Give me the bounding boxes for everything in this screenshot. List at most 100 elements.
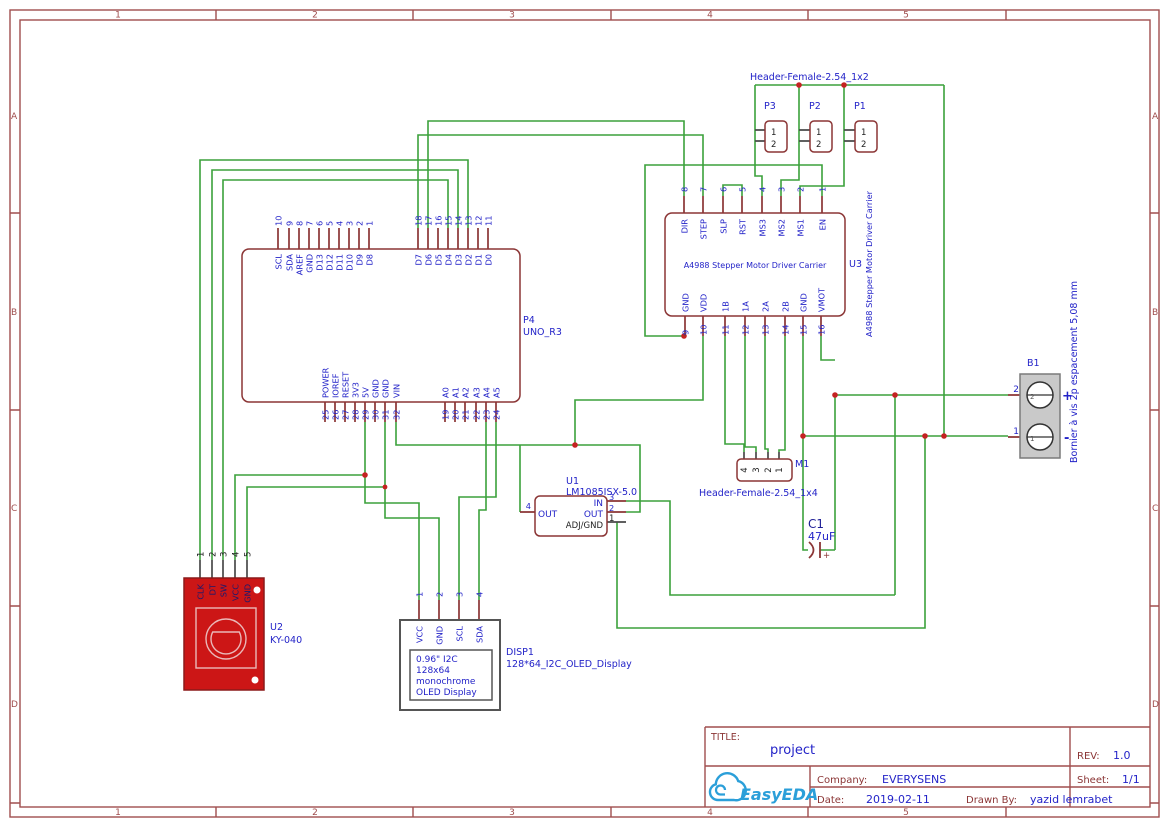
ky-value[interactable]: KY-040 <box>270 635 302 646</box>
header-p2-refdes[interactable]: P2 <box>809 101 821 112</box>
pin-number: 4 <box>758 187 768 192</box>
pin-name: MS3 <box>758 219 768 236</box>
wire-enable-gnd[interactable] <box>644 164 823 337</box>
ky-refdes[interactable]: U2 <box>270 622 283 633</box>
row-label: A <box>1152 112 1159 122</box>
header-1x2-caption[interactable]: Header-Female-2.54_1x2 <box>750 72 869 83</box>
u1-pin-stubs[interactable] <box>520 500 626 513</box>
wire-gnd-return[interactable] <box>616 436 926 629</box>
pin-number: 29 <box>361 410 371 420</box>
b1-pin-stubs[interactable] <box>1008 394 1020 438</box>
pin-number: 20 <box>451 410 461 420</box>
b1-caption[interactable]: Bornier à vis 2p espacement 5,08 mm <box>1069 281 1080 463</box>
ky-body[interactable] <box>183 577 265 691</box>
component-lm1085[interactable]: U1 LM1085ISX-5.0 4 OUT 3 2 1 IN OUT ADJ/… <box>520 476 637 537</box>
pin-name: GND <box>371 379 381 398</box>
uno-body[interactable] <box>241 248 521 403</box>
pin-name: GND <box>305 254 315 273</box>
pin-name: D5 <box>434 254 444 266</box>
wire-motor-phases[interactable] <box>724 336 786 452</box>
pin-name: STEP <box>699 219 709 239</box>
a4988-pin-stubs[interactable] <box>683 196 823 336</box>
pin-name: D9 <box>355 254 365 266</box>
disp-refdes[interactable]: DISP1 <box>506 647 534 658</box>
pin-name: A3 <box>472 387 482 398</box>
pin-number: 21 <box>461 410 471 420</box>
component-b1-terminal[interactable]: 2 1 2 1 + - B1 Bornier à vis 2p espaceme… <box>1008 281 1080 463</box>
disp-screen-line: OLED Display <box>416 688 477 698</box>
pin-name: A2 <box>461 387 471 398</box>
component-c1[interactable]: + C1 47uF <box>808 517 835 561</box>
a4988-refdes[interactable]: U3 <box>849 259 862 270</box>
wire-step-dir[interactable] <box>417 120 704 228</box>
disp-value[interactable]: 128*64_I2C_OLED_Display <box>506 659 632 670</box>
header-p1-refdes[interactable]: P1 <box>854 101 866 112</box>
uno-value[interactable]: UNO_R3 <box>523 327 562 338</box>
disp-pin-stubs[interactable] <box>418 600 480 620</box>
component-uno-r3[interactable]: P4 UNO_R3 10 9 8 7 6 5 4 3 2 1 SCL SDA A… <box>241 216 562 422</box>
wire-regulator-in-12v[interactable] <box>626 395 896 596</box>
component-headers-1x2[interactable]: Header-Female-2.54_1x2 P3 P2 P1 1 2 1 2 … <box>750 72 878 153</box>
pin-number: 2 <box>764 467 774 472</box>
header-pin-stubs[interactable] <box>755 129 855 142</box>
component-m1-header[interactable]: 4 3 2 1 M1 Header-Female-2.54_1x4 <box>699 452 818 499</box>
a4988-body[interactable] <box>664 212 846 317</box>
component-a4988[interactable]: A4988 Stepper Motor Driver Carrier U3 A4… <box>664 187 874 337</box>
pin-number: 15 <box>444 216 454 226</box>
pin-number: 18 <box>414 216 424 226</box>
col-label: 1 <box>115 808 121 818</box>
c1-curved-plate[interactable] <box>808 541 815 559</box>
header-p2-body[interactable] <box>809 120 833 153</box>
wire-encoder-signals[interactable] <box>199 159 469 560</box>
b1-refdes[interactable]: B1 <box>1027 358 1040 369</box>
wire-gnd-logic[interactable] <box>246 422 440 600</box>
header-p3-refdes[interactable]: P3 <box>764 101 776 112</box>
header-p3-body[interactable] <box>764 120 788 153</box>
title-value[interactable]: project <box>770 743 815 758</box>
wire-5v[interactable] <box>234 422 420 600</box>
c1-refdes[interactable]: C1 <box>808 517 824 531</box>
wire-regulator-out[interactable] <box>395 336 704 513</box>
wire-header-gnd-net[interactable] <box>754 84 945 436</box>
component-ky040[interactable]: 1 2 3 4 5 CLK DT SW VCC GND U2 KY-040 <box>183 552 302 691</box>
pin-number: 4 <box>335 221 345 226</box>
m1-pin-stubs[interactable] <box>743 452 780 459</box>
ky-pin-stubs[interactable] <box>199 560 248 578</box>
wire-power-rails[interactable] <box>802 336 1008 551</box>
u1-refdes[interactable]: U1 <box>566 476 579 487</box>
m1-refdes[interactable]: M1 <box>795 459 809 470</box>
pin-name: 5V <box>361 387 371 398</box>
ky-knob-base <box>195 607 257 669</box>
uno-pin-stubs[interactable] <box>277 228 497 422</box>
pin-number: 25 <box>321 410 331 420</box>
pin-name: RST <box>738 218 748 235</box>
sheet-value[interactable]: 1/1 <box>1122 773 1140 786</box>
header-p1-body[interactable] <box>854 120 878 153</box>
u1-value[interactable]: LM1085ISX-5.0 <box>566 487 637 498</box>
pin-number: 11 <box>484 216 494 226</box>
date-value[interactable]: 2019-02-11 <box>866 793 930 806</box>
col-label: 5 <box>903 808 909 818</box>
wires[interactable] <box>199 82 1008 629</box>
rev-value[interactable]: 1.0 <box>1113 749 1131 762</box>
disp-screen-line: 128x64 <box>416 666 450 676</box>
pin-name: 3V3 <box>351 382 361 398</box>
wire-slp-rst[interactable] <box>722 184 743 196</box>
pin-number: 1 <box>415 592 425 597</box>
company-label: Company: <box>817 775 867 786</box>
pin-number: 12 <box>741 325 751 335</box>
wire-i2c[interactable] <box>458 422 497 600</box>
pin-number: 2 <box>355 221 365 226</box>
c1-value[interactable]: 47uF <box>808 530 835 543</box>
m1-body[interactable] <box>736 458 793 482</box>
u1-body[interactable] <box>534 495 608 537</box>
uno-refdes[interactable]: P4 <box>523 315 535 326</box>
col-label: 4 <box>707 808 713 818</box>
drawn-by-value[interactable]: yazid lemrabet <box>1030 793 1113 806</box>
company-value[interactable]: EVERYSENS <box>882 773 946 786</box>
m1-caption[interactable]: Header-Female-2.54_1x4 <box>699 488 818 499</box>
component-oled-display[interactable]: 0.96" I2C 128x64 monochrome OLED Display… <box>399 592 632 711</box>
pin-number: 3 <box>345 221 355 226</box>
pin-name: MS2 <box>777 219 787 236</box>
